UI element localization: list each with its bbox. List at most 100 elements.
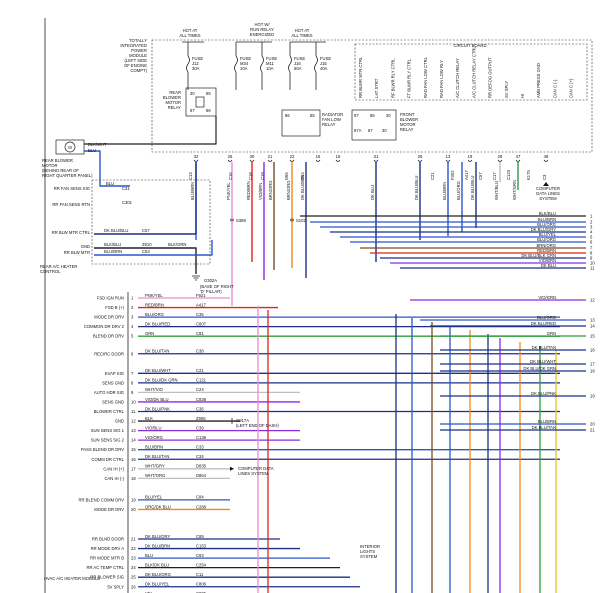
right-edge-wire-18: DK BLU/PNK [531, 391, 556, 396]
ground-g917: G917A [236, 418, 249, 423]
pin-number-3: 4 [131, 324, 134, 329]
fuse-4-1: J15 [320, 61, 327, 66]
cavity-mark-13 [543, 159, 549, 162]
pin-number-1: 2 [131, 305, 134, 310]
right-edge-wire-13: DK BLU/RED [531, 321, 556, 326]
board-label-12: CAN C (-) [552, 79, 557, 98]
right-edge-wire-4: BLU/YEL [539, 232, 557, 237]
pin-wire-11: BLK [145, 416, 153, 421]
radiator-fan-relay-label-1: FAN LOW [322, 117, 341, 122]
rear-motor-desc-0: REAR BLOWER [42, 158, 73, 163]
pin-wire-19: ORG/DK BLU [145, 504, 171, 509]
relay-pin-30: 30 [190, 91, 195, 96]
pin-wire-21: DK BLU/BRN [145, 543, 170, 548]
pin-wire-6: DK BLU/WHT [145, 368, 171, 373]
rr-z910: Z910 [142, 242, 152, 247]
fuse-1-0: FUSE [240, 56, 251, 61]
right-edge-wire-20: DK BLU/TAN [532, 425, 556, 430]
pin-label-7: SENS GND [102, 380, 124, 385]
pin-number-6: 7 [131, 371, 134, 376]
pin-label-15: COMM DR CTRL [91, 457, 124, 462]
tipm-label-1: INTEGRATED [120, 43, 147, 48]
pin-label-16: CAN IH (+) [103, 466, 124, 471]
front-relay-pin-87a: 87A [354, 128, 362, 133]
pin-circuit-19: C288 [196, 504, 207, 509]
pin-wire-15: DK BLU/TAN [145, 454, 169, 459]
rr-fan-c301: C301 [122, 200, 133, 205]
right-edge-num-20: 21 [590, 428, 595, 433]
pin-wire-0: PNK/YEL [145, 293, 163, 298]
right-edge-num-11: 12 [590, 298, 595, 303]
cavity-num-5: 16 [316, 154, 321, 159]
pin-label-12: SUN SENS SIG 1 [91, 428, 125, 433]
pin-wire-12: VIO/BLU [145, 425, 162, 430]
circuit-board-label: CIRCUIT BOARD [454, 43, 487, 48]
vertical-wire-label-4: BRN/ORG [268, 180, 273, 200]
pin-wire-13: VIO/ORG [145, 435, 163, 440]
cavity-mark-4 [289, 159, 295, 162]
pin-wire-8: WHT/VIO [145, 387, 164, 392]
pin-wire-18: BLU/YEL [145, 495, 163, 500]
right-edge-num-1: 2 [590, 220, 593, 225]
rr-blw-c57: C57 [142, 228, 150, 233]
pin-circuit-15: C34 [196, 454, 204, 459]
rear-relay-coil [195, 96, 205, 108]
interior-lights-2: SYSTEM [360, 554, 378, 559]
fuse-3-2: 60A [294, 66, 302, 71]
pin-circuit-13: C138 [196, 435, 207, 440]
pin-wire-2: BLU/ORG [145, 312, 164, 317]
interior-lights-0: INTERIOR [360, 544, 380, 549]
cavity-mark-5 [315, 159, 321, 162]
cavity-num-2: 30 [250, 154, 255, 159]
pin-number-11: 12 [131, 419, 136, 424]
right-edge-num-2: 3 [590, 225, 593, 230]
splice-s386: S386 [236, 218, 246, 223]
pin-number-2: 3 [131, 315, 134, 320]
fuse-symbol-1 [234, 55, 238, 73]
pin-number-4: 5 [131, 334, 134, 339]
vertical-wire-label-6: DK BLU [370, 185, 375, 200]
pin-label-11: GND [115, 419, 124, 424]
pin-label-0: FSD IGN RUN [97, 296, 124, 301]
pin-number-17: 18 [131, 476, 136, 481]
ground-g917-desc: (LEFT END OF DASH) [236, 423, 279, 428]
rr-fan-sens-sig: RR FAN SENS SIG [54, 186, 90, 191]
right-edge-wire-1: BLU/BRN [538, 217, 556, 222]
pin-label-1: FSD B (+) [105, 305, 124, 310]
relay-pin-87: 87 [190, 108, 195, 113]
hot-all-times-2-1: ALL TIMES [291, 33, 312, 38]
pin-circuit-4: C81 [196, 331, 204, 336]
pin-wire-17: WHT/ORG [145, 473, 165, 478]
ground-g302: G302A [204, 278, 217, 283]
pin-number-18: 19 [131, 497, 136, 502]
vertical-circuit-2: A417 [464, 170, 469, 180]
pin-label-5: RECIRC DOOR [94, 351, 124, 356]
cavity-mark-2 [249, 159, 255, 162]
vertical-wire-label-8: DK BLU/BLU [414, 176, 419, 200]
circuit-board-box [354, 43, 588, 101]
pin-number-14: 15 [131, 447, 136, 452]
rr-fan-c31: C31 [122, 186, 130, 191]
pin-label-2: MODE DR DRV [94, 315, 124, 320]
pin-wire-26: YEL [145, 591, 154, 593]
pin-number-0: 1 [131, 296, 134, 301]
radiator-fan-relay-box [281, 109, 321, 137]
front-blower-relay-label-0: FRONT [400, 112, 415, 117]
cavity-num-10: 19 [468, 154, 473, 159]
vertical-wire-label-12: WHT/BLU [494, 181, 499, 200]
board-label-6: A/C CLUTCH RELAY [455, 58, 460, 98]
pin-circuit-1: A417 [196, 302, 206, 307]
computer-data-1-0: COMPUTER DATA [238, 466, 274, 471]
vertical-circuit-4: C17 [492, 172, 497, 180]
pin-label-6: EVAP SIG [105, 371, 124, 376]
pin-number-9: 10 [131, 399, 136, 404]
vertical-wire-label-2: RED/BRN [246, 181, 251, 200]
pin-label-20: RR BLND DOOR [92, 537, 124, 542]
pin-wire-4: GRN [145, 331, 154, 336]
radiator-fan-relay-label-2: RELAY [322, 122, 336, 127]
rear-motor-desc-3: RIGHT QUARTER PANEL) [42, 173, 93, 178]
board-label-5: RAD FAN LOW RLY [439, 60, 444, 98]
hot-all-times-2-0: HOT AT [295, 28, 310, 33]
pin-label-17: CAN IH (-) [104, 476, 124, 481]
